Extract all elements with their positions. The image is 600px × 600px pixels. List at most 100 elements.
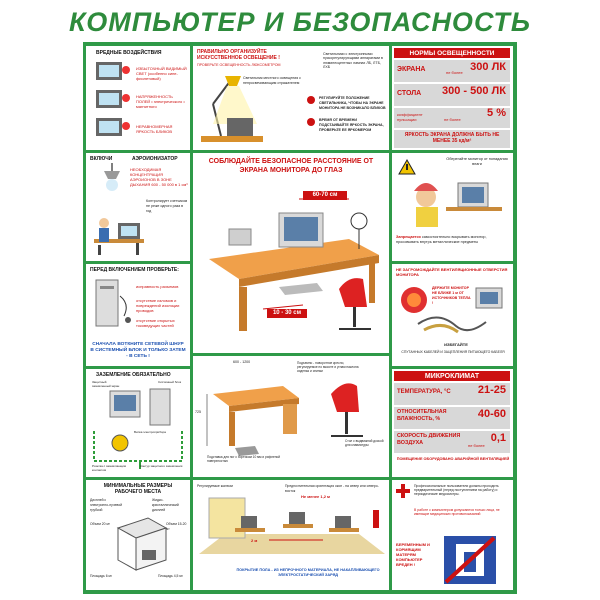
panel-before-power: ПЕРЕД ВКЛЮЧЕНИЕМ ПРОВЕРЬТЕ: исправность … (86, 264, 190, 366)
poster-board: ВРЕДНЫЕ ВОЗДЕЙСТВИЯ ИЗБЫТОЧНЫЙ ВИДИМЫЙ С… (83, 42, 517, 594)
grounding-illustration (93, 388, 183, 469)
vents-tangle: СПУТАННЫХ КАБЕЛЕЙ И ЗАЦЕПЛЕНИЯ ПИТАЮЩЕГО… (401, 350, 505, 354)
room-floor: ПОКРЫТИЕ ПОЛА - ИЗ НЕПРОЧНОГО МАТЕРИАЛА,… (236, 568, 380, 577)
before-item-1: исправность разъемов (136, 284, 179, 289)
room-distance-1: Не менее 1,2 м (301, 494, 331, 499)
mc-speed-prefix: не более (468, 443, 485, 448)
grounding-heading: ЗАЗЕМЛЕНИЕ ОБЯЗАТЕЛЬНО (96, 372, 171, 378)
desk-width-dim: 600 - 1200 (233, 360, 251, 364)
norm-pulse-value: 5 % (487, 107, 506, 119)
footrest-note: Подставка для ног с бортиком 10 мм и риф… (207, 455, 281, 463)
distance-heading: СОБЛЮДАЙТЕ БЕЗОПАСНОЕ РАССТОЯНИЕ ОТ ЭКРА… (208, 158, 374, 174)
panel-furniture: 600 - 1200 725 Подъемно - поворотное кре… (193, 356, 389, 477)
microclimate-heading: МИКРОКЛИМАТ (394, 371, 510, 381)
vents-avoid: ИЗБЕГАЙТЕ (444, 342, 468, 347)
norm-pulse-prefix: не более (444, 117, 461, 122)
medical-text-1: Профессиональные пользователи должны про… (414, 484, 499, 497)
norm-row-pulse: коэффициент пульсации не более 5 % (394, 108, 510, 128)
system-unit-illustration (95, 279, 131, 327)
workplace-crt: Дисплей с электронно-лучевой трубкой (90, 498, 122, 512)
harmful-item-2: НАПРЯЖЕННОСТЬ ПОЛЕЙ • электрического • м… (136, 94, 185, 109)
grounding-label-unit: Системный блок (158, 380, 182, 384)
mc-temp-label: ТЕМПЕРАТУРА, °С (397, 389, 451, 395)
norm-table-label: СТОЛА (397, 90, 422, 97)
operator-illustration (94, 218, 144, 255)
keyboard-distance-label: 10 - 30 см (267, 309, 307, 318)
norm-brightness: ЯРКОСТЬ ЭКРАНА ДОЛЖНА БЫТЬ НЕ МЕНЕЕ 35 к… (404, 132, 500, 144)
workplace-area-2: Площадь 4,5 м² (158, 574, 183, 578)
room-orientation: Предпочтительная ориентация окон - на се… (285, 484, 379, 493)
lighting-local: Светильник местного освещения с непросве… (243, 76, 301, 85)
vents-hold: ДЕРЖИТЕ МОНИТОР НЕ БЛИЖЕ 1 м ОТ ИСТОЧНИК… (432, 286, 471, 305)
eye-distance-label: 60-70 см (303, 191, 347, 200)
panel-medical: Профессиональные пользователи должны про… (392, 480, 513, 590)
workplace-heading: МИНИМАЛЬНЫЕ РАЗМЕРЫ РАБОЧЕГО МЕСТА (103, 483, 173, 495)
lighting-time: ВРЕМЯ ОТ ВРЕМЕНИ ПОДСТАИВАЙТЕ ЯРКОСТЬ ЭК… (319, 118, 384, 132)
medical-text-2: В работе с компьютером допускаются тольк… (414, 508, 500, 517)
panel-lighting: ПРАВИЛЬНО ОРГАНИЗУЙТЕ ИСКУССТВЕННОЕ ОСВЕ… (193, 46, 389, 150)
desk-lamp-illustration (201, 76, 263, 142)
mc-hum-label: ОТНОСИТЕЛЬНАЯ ВЛАЖНОСТЬ, % (397, 409, 447, 422)
panel-ionizer: ВКЛЮЧИ АЭРОИОНИЗАТОР НЕОБХОДИМАЯ КОНЦЕНТ… (86, 153, 190, 261)
mc-row-humidity: ОТНОСИТЕЛЬНАЯ ВЛАЖНОСТЬ, % 40-60 (394, 407, 510, 429)
keyboard-tray-note: Стол с выдвижной доской для клавиатуры (345, 439, 384, 447)
lighting-adjust: РЕГУЛИРУЙТЕ ПОЛОЖЕНИЕ СВЕТИЛЬНИКА, ЧТОБЫ… (319, 96, 386, 110)
panel-illumination-norms: НОРМЫ ОСВЕЩЕННОСТИ ЭКРАНА не более 300 Л… (392, 46, 513, 150)
room-distance-2: 2 м (251, 538, 258, 543)
panel-workplace-size: МИНИМАЛЬНЫЕ РАЗМЕРЫ РАБОЧЕГО МЕСТА Диспл… (86, 480, 190, 590)
monitor-icons (96, 62, 130, 136)
norm-screen-prefix: не более (446, 70, 463, 75)
norms-heading: НОРМЫ ОСВЕЩЕННОСТИ (394, 48, 510, 58)
ionizer-text-1: НЕОБХОДИМАЯ КОНЦЕНТРАЦИЯ АЭРОИОНОВ В ЗОН… (130, 167, 188, 187)
panel-grounding: ЗАЗЕМЛЕНИЕ ОБЯЗАТЕЛЬНО Защитный заземлен… (86, 369, 190, 477)
mc-note: ПОМЕЩЕНИЕ ОБОРУДОВАНО АВАРИЙНОЙ ВЕНТИЛЯЦ… (396, 457, 510, 461)
before-footer: СНАЧАЛА ВОТКНИТЕ СЕТЕВОЙ ШНУР В СИСТЕМНЫ… (90, 342, 186, 359)
lighting-check: ПРОВЕРЬТЕ ОСВЕЩЕННОСТЬ ЛЮКСОМЕТРОМ (197, 63, 281, 67)
harmful-item-1: ИЗБЫТОЧНЫЙ ВИДИМЫЙ СВЕТ (особенно сине-ф… (136, 66, 187, 81)
harmful-heading: ВРЕДНЫЕ ВОЗДЕЙСТВИЯ (96, 50, 162, 56)
poster-title: КОМПЬЮТЕР И БЕЗОПАСНОСТЬ (68, 6, 532, 37)
moisture-warning: Запрещается самостоятельно вскрывать мон… (396, 235, 510, 244)
workplace-volume-2: Объем 15-20 м³ (166, 522, 187, 531)
workplace-lcd: Жидко-кристаллический дисплей (152, 498, 179, 512)
chair-note: Подъемно - поворотное кресло, регулируем… (297, 361, 359, 373)
ionizer-text-2: Контролирует счетчиком не реже одного ра… (146, 199, 188, 213)
mc-hum-value: 40-60 (477, 408, 506, 420)
mc-temp-value: 21-25 (477, 384, 506, 396)
lighting-lamps: Светильники с электронными пускорегулиру… (323, 52, 383, 69)
norm-row-screen: ЭКРАНА не более 300 ЛК (394, 60, 510, 82)
lighting-heading: ПРАВИЛЬНО ОРГАНИЗУЙТЕ ИСКУССТВЕННОЕ ОСВЕ… (197, 49, 280, 61)
panel-ventilation: НЕ ЗАГРОМОЖДАЙТЕ ВЕНТИЛЯЦИОННЫЕ ОТВЕРСТИ… (392, 264, 513, 366)
medical-cross-icon (396, 484, 410, 498)
before-heading: ПЕРЕД ВКЛЮЧЕНИЕМ ПРОВЕРЬТЕ: (90, 267, 179, 273)
before-item-2: отсутствие изломов и повреждений изоляци… (136, 298, 180, 313)
panel-harmful-effects: ВРЕДНЫЕ ВОЗДЕЙСТВИЯ ИЗБЫТОЧНЫЙ ВИДИМЫЙ С… (86, 46, 190, 150)
room-illustration (199, 497, 385, 554)
norm-screen-label: ЭКРАНА (397, 66, 426, 73)
grounding-label-loop: Контур защитного заземления (140, 464, 183, 468)
grounding-label-plug: Вилка электроприбора (134, 430, 166, 434)
norm-row-table: СТОЛА 300 - 500 ЛК (394, 84, 510, 106)
desk-height-dim: 725 (195, 410, 201, 414)
norm-row-brightness: ЯРКОСТЬ ЭКРАНА ДОЛЖНА БЫТЬ НЕ МЕНЕЕ 35 к… (394, 130, 510, 148)
ionizer-label: АЭРОИОНИЗАТОР (132, 156, 178, 162)
warning-triangle-icon (398, 159, 416, 175)
moisture-warning-head: Запрещается (396, 235, 421, 239)
medical-pregnant: БЕРЕМЕННЫМ И КОРМЯЩИМ МАТЕРЯМ КОМПЬЮТЕР … (396, 542, 430, 567)
grounding-label-screen: Защитный заземленный экран (92, 380, 120, 388)
workstation-illustration (209, 198, 379, 331)
vents-heading: НЕ ЗАГРОМОЖДАЙТЕ ВЕНТИЛЯЦИОННЫЕ ОТВЕРСТИ… (396, 267, 508, 277)
norm-pulse-label: коэффициент пульсации (397, 112, 423, 122)
mc-speed-value: 0,1 (490, 432, 506, 444)
panel-moisture: Оберегайте монитор от попадания влаги За… (392, 153, 513, 261)
workplace-volume-1: Объем 20 м³ (90, 522, 110, 526)
heat-source-illustration (401, 287, 503, 334)
panel-safe-distance: СОБЛЮДАЙТЕ БЕЗОПАСНОЕ РАССТОЯНИЕ ОТ ЭКРА… (193, 153, 389, 353)
ionizer-icon (104, 163, 120, 191)
harmful-item-3: НЕРАВНОМЕРНАЯ ЯРКОСТЬ БЛИКОВ (136, 124, 173, 134)
user-monitor-illustration (414, 182, 502, 227)
norm-screen-value: 300 ЛК (470, 61, 506, 73)
room-cube-illustration (116, 517, 168, 571)
no-pregnant-sign (444, 536, 496, 584)
mc-row-temperature: ТЕМПЕРАТУРА, °С 21-25 (394, 383, 510, 405)
